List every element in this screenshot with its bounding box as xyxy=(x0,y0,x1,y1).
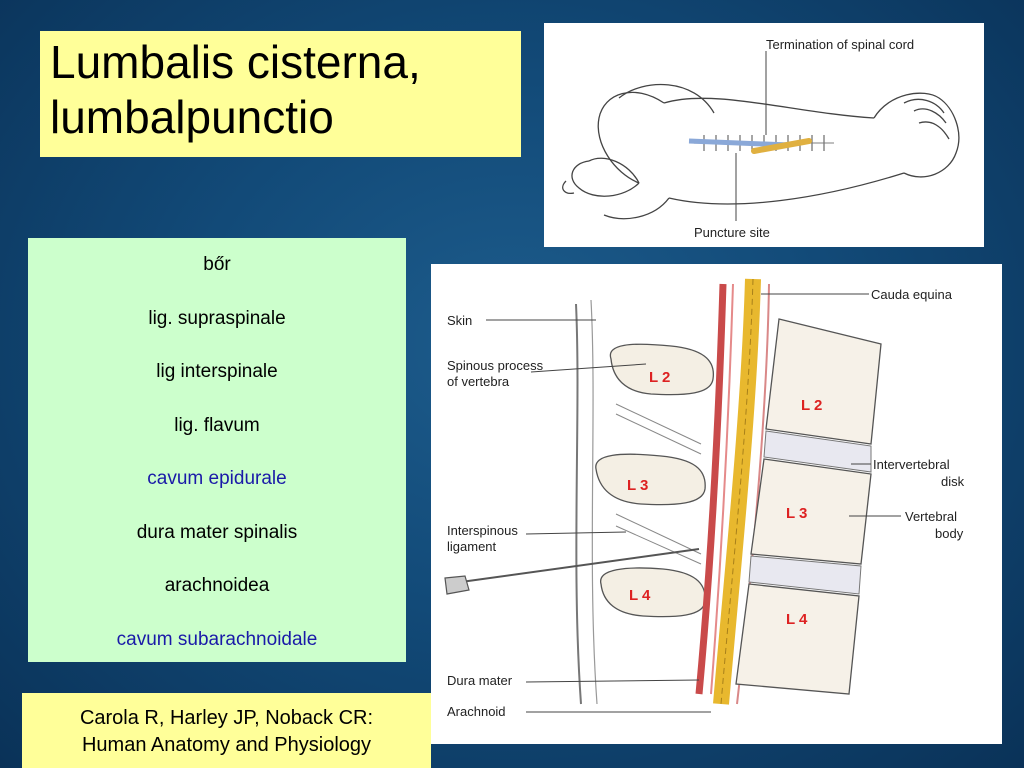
layer-item-highlight: cavum subarachnoidale xyxy=(116,628,318,650)
label-puncture-site: Puncture site xyxy=(694,225,770,240)
title-line-2: lumbalpunctio xyxy=(50,91,334,143)
label-body-l2: L 2 xyxy=(801,397,822,414)
patient-illustration: Termination of spinal cord Puncture site xyxy=(562,37,960,240)
label-spinous-l4: L 4 xyxy=(629,587,651,604)
label-spinous-l2: L 2 xyxy=(649,369,670,386)
patient-position-figure: Termination of spinal cord Puncture site xyxy=(544,23,984,247)
label-spinous-1: Spinous process xyxy=(447,358,544,373)
reference-line-1: Carola R, Harley JP, Noback CR: xyxy=(79,707,374,729)
layer-item: lig. supraspinale xyxy=(148,307,286,329)
label-vertebral-1: Vertebral xyxy=(905,509,957,524)
layer-item: bőr xyxy=(203,254,231,275)
label-dura-mater: Dura mater xyxy=(447,673,513,688)
layer-item: dura mater spinalis xyxy=(136,521,298,543)
layer-item: lig. flavum xyxy=(174,414,260,436)
layer-item-highlight: cavum epidurale xyxy=(147,468,287,489)
label-spinous-l3: L 3 xyxy=(627,477,648,494)
label-vertebral-2: body xyxy=(935,526,964,541)
layer-item: arachnoidea xyxy=(164,575,270,596)
label-arachnoid: Arachnoid xyxy=(447,704,506,719)
reference-box: Carola R, Harley JP, Noback CR: Human An… xyxy=(22,693,431,768)
lumbar-section-figure: L 2 L 3 L 4 L 2 L 3 L 4 Skin Spinous pro… xyxy=(431,264,1002,744)
layer-item: lig interspinale xyxy=(156,361,278,382)
spine-illustration: L 2 L 3 L 4 L 2 L 3 L 4 Skin Spinous pro… xyxy=(444,278,965,719)
label-intervertebral-2: disk xyxy=(941,474,965,489)
label-body-l4: L 4 xyxy=(786,611,808,628)
reference-line-2: Human Anatomy and Physiology xyxy=(81,734,372,756)
label-cauda-equina: Cauda equina xyxy=(871,287,953,302)
label-interspinous-2: ligament xyxy=(447,539,497,554)
label-body-l3: L 3 xyxy=(786,505,807,522)
label-interspinous-1: Interspinous xyxy=(447,523,518,538)
slide-title: Lumbalis cisterna, lumbalpunctio xyxy=(40,31,521,157)
label-skin: Skin xyxy=(447,313,472,328)
layer-list: bőr lig. supraspinale lig interspinale l… xyxy=(28,238,406,662)
label-intervertebral-1: Intervertebral xyxy=(873,457,950,472)
title-line-1: Lumbalis cisterna, xyxy=(50,36,421,88)
label-spinous-2: of vertebra xyxy=(447,374,510,389)
label-termination: Termination of spinal cord xyxy=(766,37,914,52)
